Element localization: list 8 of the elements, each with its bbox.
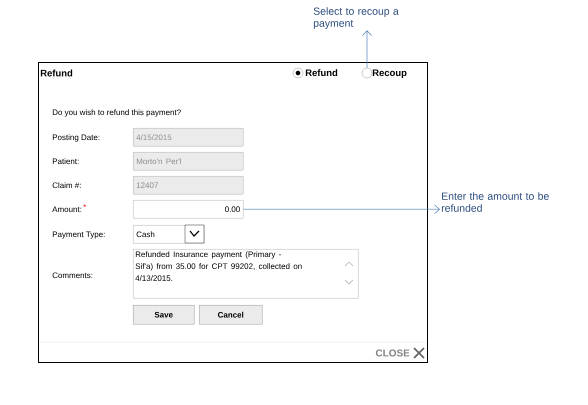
radio-label: Recoup: [372, 70, 407, 78]
arrow: [243, 204, 440, 214]
radio-button: [362, 68, 372, 78]
callout-text: Select to recoup a payment: [314, 7, 399, 29]
arrow: [362, 30, 372, 68]
close-label: CLOSE: [376, 349, 410, 357]
radio-label: Refund: [306, 69, 338, 76]
callout-text: Enter the amount to be refunded: [442, 192, 549, 212]
